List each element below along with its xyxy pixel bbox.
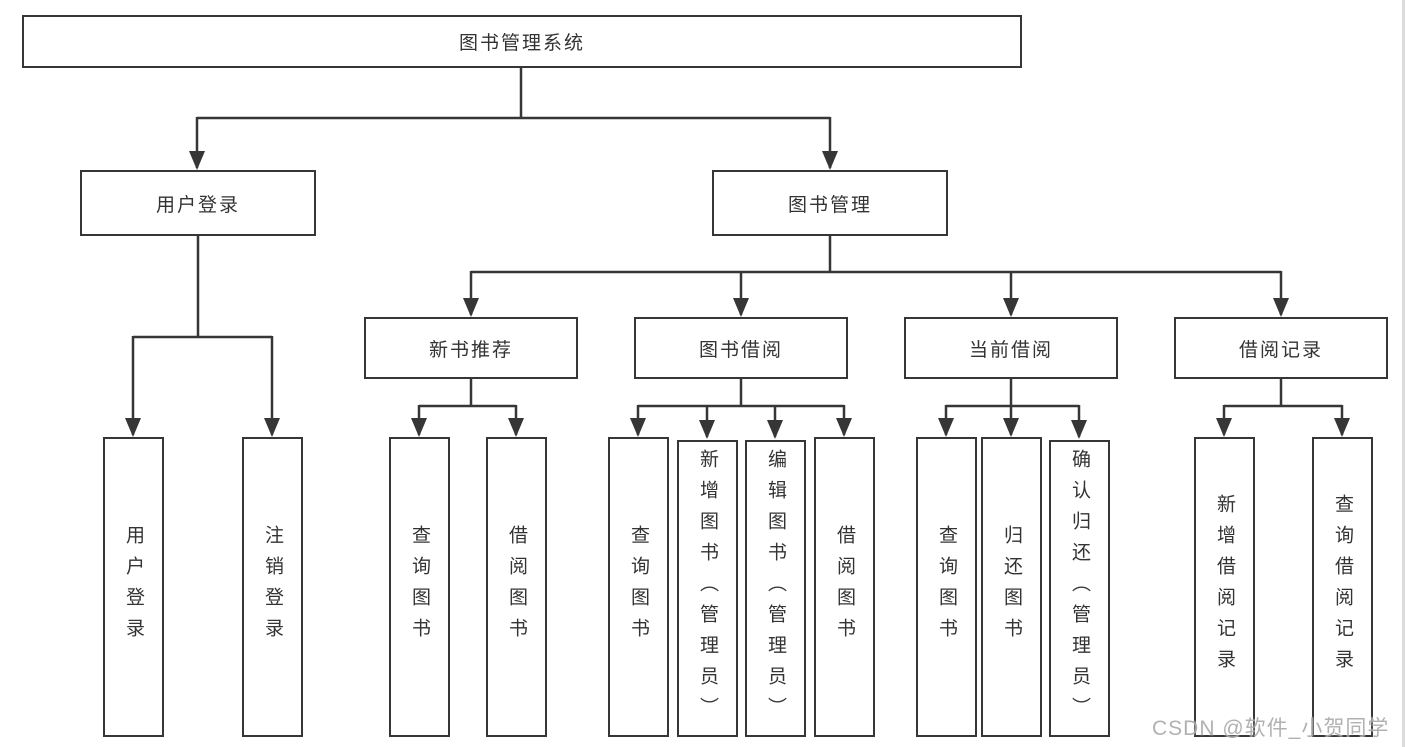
node-user-login: 用户登录 [80, 170, 316, 236]
csdn-watermark: CSDN @软件_小贺同学 [1152, 717, 1390, 740]
leaf-query-books-3: 查询图书 [916, 437, 977, 737]
leaf-return-book: 归还图书 [981, 437, 1042, 737]
leaf-confirm-return-admin: 确认归还（管理员） [1049, 440, 1110, 737]
leaf-user-login: 用户登录 [103, 437, 164, 737]
node-book-borrowing: 图书借阅 [634, 317, 848, 379]
node-new-book-recommend: 新书推荐 [364, 317, 578, 379]
leaf-query-borrow-record: 查询借阅记录 [1312, 437, 1373, 737]
node-current-borrowing: 当前借阅 [904, 317, 1118, 379]
leaf-query-books-1: 查询图书 [389, 437, 450, 737]
leaf-logout: 注销登录 [242, 437, 303, 737]
leaf-edit-book-admin: 编辑图书（管理员） [745, 440, 806, 737]
screenshot-right-edge [1402, 0, 1405, 747]
leaf-add-book-admin: 新增图书（管理员） [677, 440, 738, 737]
leaf-query-books-2: 查询图书 [608, 437, 669, 737]
leaf-borrow-books-1: 借阅图书 [486, 437, 547, 737]
leaf-add-borrow-record: 新增借阅记录 [1194, 437, 1255, 737]
node-library-system: 图书管理系统 [22, 15, 1022, 68]
node-borrowing-records: 借阅记录 [1174, 317, 1388, 379]
leaf-borrow-books-2: 借阅图书 [814, 437, 875, 737]
node-book-management: 图书管理 [712, 170, 948, 236]
